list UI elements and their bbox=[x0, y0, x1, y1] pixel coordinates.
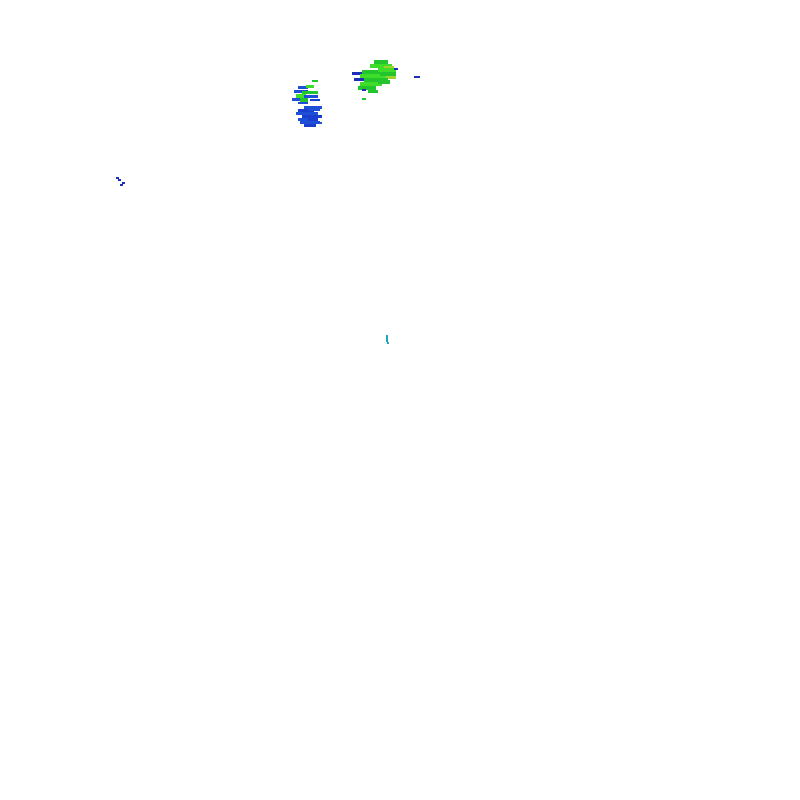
left-cluster-pixel bbox=[298, 86, 308, 89]
streak-pixel bbox=[120, 184, 123, 186]
echo-cluster-right bbox=[350, 58, 422, 102]
left-cluster-pixel bbox=[296, 94, 306, 98]
left-cluster-pixel bbox=[298, 118, 314, 121]
left-cluster-pixel bbox=[310, 99, 320, 101]
left-cluster-pixel bbox=[312, 80, 318, 82]
left-cluster-pixel bbox=[296, 112, 318, 115]
right-cluster-pixel bbox=[354, 78, 364, 81]
echo-speck-center bbox=[384, 334, 390, 346]
left-cluster-pixel bbox=[304, 106, 322, 109]
right-cluster-pixel bbox=[360, 82, 382, 86]
left-cluster-pixel bbox=[308, 108, 320, 111]
streak-pixel bbox=[118, 179, 121, 181]
left-cluster-pixel bbox=[308, 118, 318, 121]
speck-pixel bbox=[386, 335, 388, 338]
right-cluster-pixel bbox=[362, 89, 366, 91]
right-cluster-pixel bbox=[414, 76, 420, 78]
right-cluster-pixel bbox=[378, 68, 396, 72]
left-cluster-pixel bbox=[302, 115, 322, 118]
right-cluster-pixel bbox=[386, 76, 396, 79]
speck-pixel bbox=[386, 338, 388, 342]
streak-pixel bbox=[122, 182, 125, 184]
right-cluster-pixel bbox=[368, 90, 378, 93]
right-cluster-pixel bbox=[374, 60, 388, 64]
right-cluster-pixel bbox=[370, 64, 392, 68]
left-cluster-pixel bbox=[298, 102, 308, 104]
right-cluster-pixel bbox=[358, 86, 376, 90]
right-cluster-pixel bbox=[360, 74, 386, 78]
right-cluster-pixel bbox=[378, 80, 390, 84]
speck-pixel bbox=[387, 342, 389, 344]
echo-streak-northwest bbox=[114, 175, 128, 187]
left-cluster-pixel bbox=[300, 98, 308, 102]
streak-pixel bbox=[116, 177, 119, 179]
left-cluster-pixel bbox=[298, 109, 314, 112]
left-cluster-pixel bbox=[300, 121, 320, 124]
left-cluster-pixel bbox=[294, 90, 308, 93]
right-cluster-pixel bbox=[352, 72, 364, 75]
right-cluster-pixel bbox=[364, 78, 388, 82]
right-cluster-pixel bbox=[380, 72, 396, 76]
left-cluster-pixel bbox=[304, 124, 316, 127]
right-cluster-pixel bbox=[384, 66, 394, 69]
left-cluster-pixel bbox=[304, 95, 318, 98]
echo-cluster-left bbox=[290, 78, 330, 130]
left-cluster-pixel bbox=[306, 85, 314, 88]
right-cluster-pixel bbox=[394, 68, 398, 70]
right-cluster-pixel bbox=[362, 70, 382, 74]
left-cluster-pixel bbox=[292, 98, 304, 101]
right-cluster-pixel bbox=[362, 98, 366, 100]
left-cluster-pixel bbox=[314, 122, 322, 124]
left-cluster-pixel bbox=[302, 91, 318, 94]
